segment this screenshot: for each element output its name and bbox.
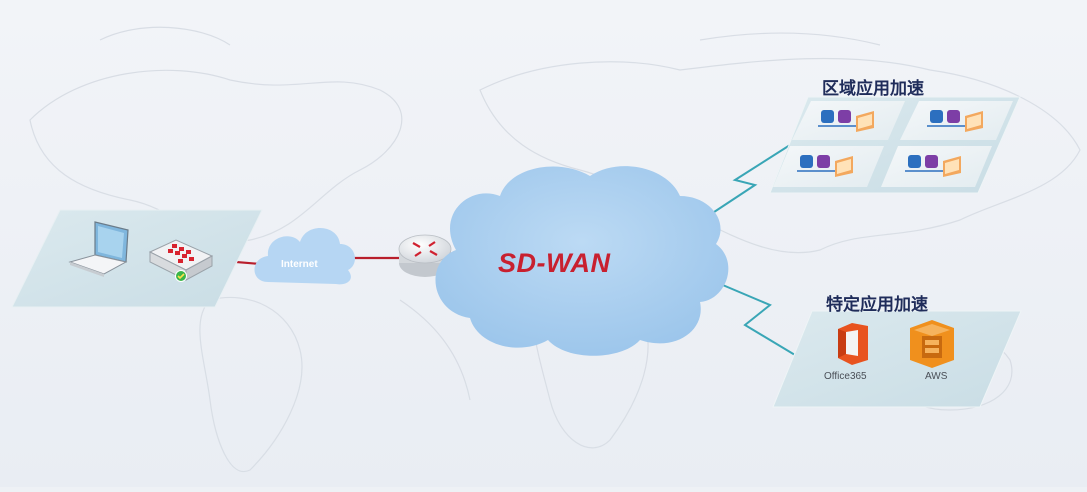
laptop-icon <box>68 221 129 277</box>
sdwan-label: SD-WAN <box>498 248 611 278</box>
branch-site-panel <box>11 209 263 308</box>
sdwan-cloud <box>435 166 729 356</box>
office365-label: Office365 <box>824 371 867 382</box>
server-group-icon <box>905 155 961 177</box>
aws-label: AWS <box>925 371 948 382</box>
regional-acceleration-panel <box>769 96 1021 194</box>
internet-label: Internet <box>281 259 318 270</box>
server-group-icon <box>818 110 874 132</box>
office365-icon <box>838 323 868 365</box>
server-group-icon <box>797 155 853 177</box>
region-acceleration-title: 区域应用加速 <box>822 79 924 99</box>
link-sdwan-apps <box>717 282 801 359</box>
server-group-icon <box>927 110 983 132</box>
firewall-router-icon <box>148 239 214 282</box>
aws-icon <box>910 320 954 368</box>
app-acceleration-title: 特定应用加速 <box>826 295 928 315</box>
internet-cloud <box>254 227 355 285</box>
link-sdwan-region <box>704 144 791 219</box>
application-acceleration-panel <box>772 310 1022 408</box>
